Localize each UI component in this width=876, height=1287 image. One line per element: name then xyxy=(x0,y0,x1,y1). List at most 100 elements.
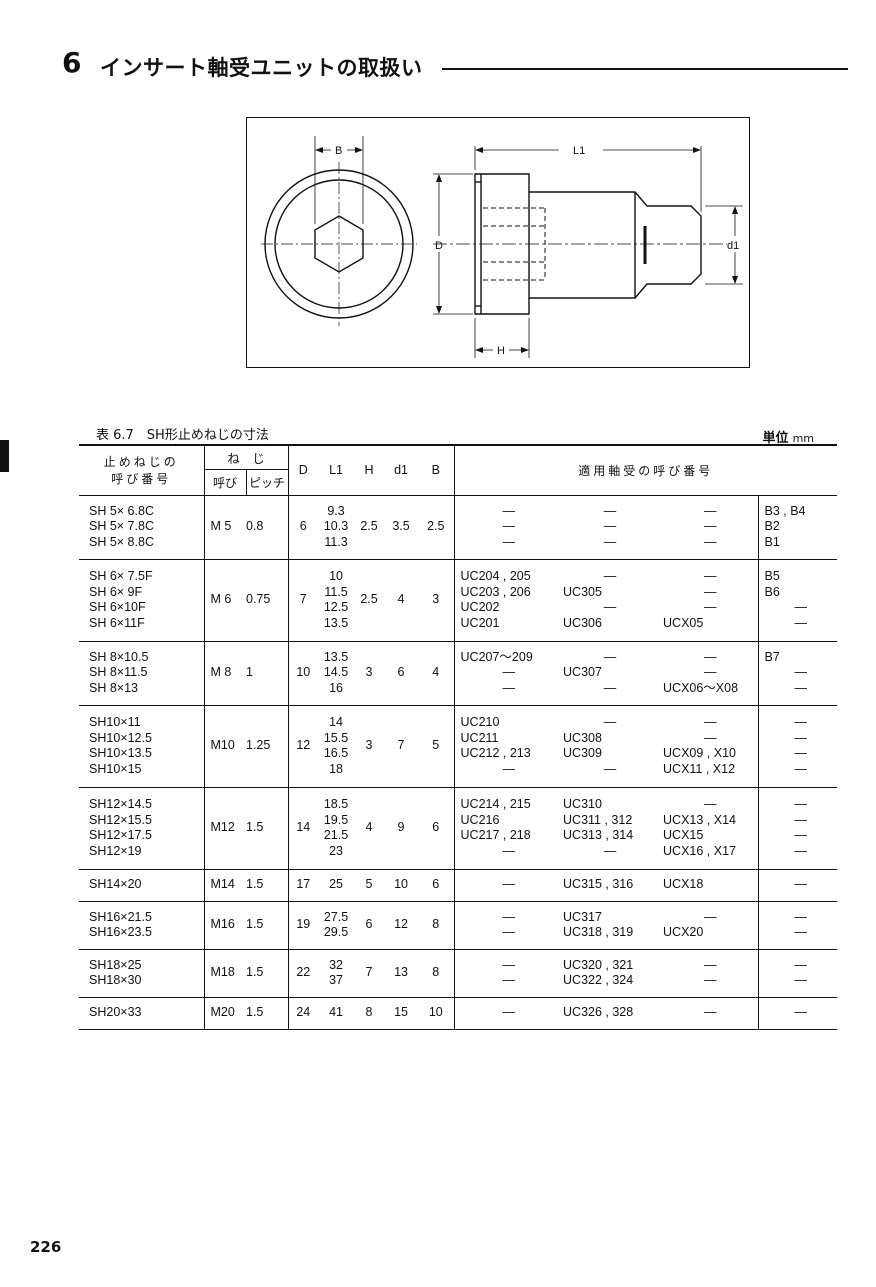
names-line: SH 5× 6.8C xyxy=(89,503,154,518)
cell-D: 12 xyxy=(287,705,319,788)
call-value: M10 xyxy=(210,738,235,753)
ucx-line: UCX06～X08 xyxy=(663,680,739,695)
cell-pitch: 1.5 xyxy=(246,869,289,902)
L1-line: 14 xyxy=(329,715,343,729)
chapter-title: インサート軸受ユニットの取扱い xyxy=(100,56,423,80)
L1-line: 18 xyxy=(329,761,343,776)
uc-line: — xyxy=(502,843,516,858)
call-value: M12 xyxy=(210,820,235,835)
cell-B: 8 xyxy=(418,949,455,998)
uc3-line: UC326 , 328 xyxy=(563,1005,634,1020)
cell-L1: 41 xyxy=(318,997,355,1030)
d1-value: 4 xyxy=(397,592,405,607)
ucx-line: — xyxy=(704,715,717,729)
bb-line: — xyxy=(794,615,808,630)
cell-pitch: 1.5 xyxy=(246,901,289,950)
B-value: 5 xyxy=(432,738,440,753)
th-B: B xyxy=(418,444,455,496)
th-pitch: ピッチ xyxy=(245,469,289,496)
header-rule xyxy=(442,68,848,70)
ucx-line: — xyxy=(704,730,717,745)
L1-line: 23 xyxy=(329,843,343,858)
cell-ucx: —— xyxy=(657,949,759,998)
pitch-value: 1.5 xyxy=(246,965,264,980)
names-line: SH16×23.5 xyxy=(89,925,152,939)
cell-B: 8 xyxy=(418,901,455,950)
names-line: SH 5× 8.8C xyxy=(89,534,154,549)
L1-line: 32 xyxy=(329,957,343,972)
cell-uc: — xyxy=(453,869,558,902)
cell-D: 10 xyxy=(287,641,319,706)
th-L1: L1 xyxy=(318,444,355,496)
B-value: 8 xyxy=(432,965,440,980)
uc-line: — xyxy=(502,680,516,695)
D-value: 22 xyxy=(296,965,311,980)
uc3-line: — xyxy=(603,569,617,583)
pitch-value: 1.5 xyxy=(246,1005,264,1020)
cell-uc3: UC315 , 316 xyxy=(557,869,658,902)
cell-pitch: 1.5 xyxy=(246,787,289,870)
ucx-line: — xyxy=(704,957,717,972)
D-value: 7 xyxy=(299,592,307,607)
cell-pitch: 0.8 xyxy=(246,495,289,560)
call-value: M18 xyxy=(210,965,235,980)
L1-line: 12.5 xyxy=(323,600,349,614)
cell-D: 22 xyxy=(287,949,319,998)
B-value: 6 xyxy=(432,820,440,835)
pitch-value: 1.25 xyxy=(246,738,271,753)
cell-uc3: ——— xyxy=(557,495,658,560)
cell-D: 6 xyxy=(287,495,319,560)
uc-line: UC214 , 215 xyxy=(460,797,531,811)
L1-line: 15.5 xyxy=(323,730,349,745)
cell-H: 2.5 xyxy=(354,559,385,642)
label-B: B xyxy=(335,145,342,157)
bb-line: — xyxy=(794,909,808,924)
names-line: SH10×13.5 xyxy=(89,746,152,760)
cell-names: SH14×20 xyxy=(79,869,204,902)
cell-d1: 10 xyxy=(384,869,419,902)
names-line: SH 6×11F xyxy=(89,615,145,630)
uc-line: — xyxy=(502,503,516,518)
bb-line: — xyxy=(794,957,808,972)
uc3-line: — xyxy=(603,649,617,664)
cell-names: SH20×33 xyxy=(79,997,204,1030)
cell-d1: 15 xyxy=(384,997,419,1030)
cell-d1: 3.5 xyxy=(384,495,419,560)
names-line: SH16×21.5 xyxy=(89,909,152,924)
cell-bb: — xyxy=(757,997,838,1030)
th-call: 呼び xyxy=(203,469,246,496)
uc-line: UC202 xyxy=(460,600,500,614)
cell-B: 2.5 xyxy=(418,495,455,560)
cell-uc3: —UC307— xyxy=(557,641,658,706)
L1-line: 21.5 xyxy=(323,828,349,842)
th-applicable: 適用軸受の呼び番号 xyxy=(453,444,838,496)
L1-line: 13.5 xyxy=(323,615,349,630)
H-value: 8 xyxy=(365,1005,373,1020)
cell-d1: 4 xyxy=(384,559,419,642)
names-line: SH10×15 xyxy=(89,761,142,776)
uc3-line: — xyxy=(603,680,617,695)
bb-line: — xyxy=(794,665,808,680)
cell-B: 3 xyxy=(418,559,455,642)
uc-line: — xyxy=(502,761,516,776)
D-value: 6 xyxy=(299,519,307,534)
cell-pitch: 1.5 xyxy=(246,997,289,1030)
uc-line: — xyxy=(502,909,516,924)
cell-D: 19 xyxy=(287,901,319,950)
pitch-value: 0.75 xyxy=(246,592,271,607)
L1-line: 16 xyxy=(329,680,343,695)
B-value: 10 xyxy=(428,1005,443,1020)
label-L1: L1 xyxy=(573,145,585,157)
cell-d1: 7 xyxy=(384,705,419,788)
d1-value: 10 xyxy=(394,877,408,892)
ucx-line: — xyxy=(704,973,717,987)
cell-pitch: 0.75 xyxy=(246,559,289,642)
cell-ucx: ——UCX06～X08 xyxy=(657,641,759,706)
ucx-line: UCX18 xyxy=(663,877,704,892)
